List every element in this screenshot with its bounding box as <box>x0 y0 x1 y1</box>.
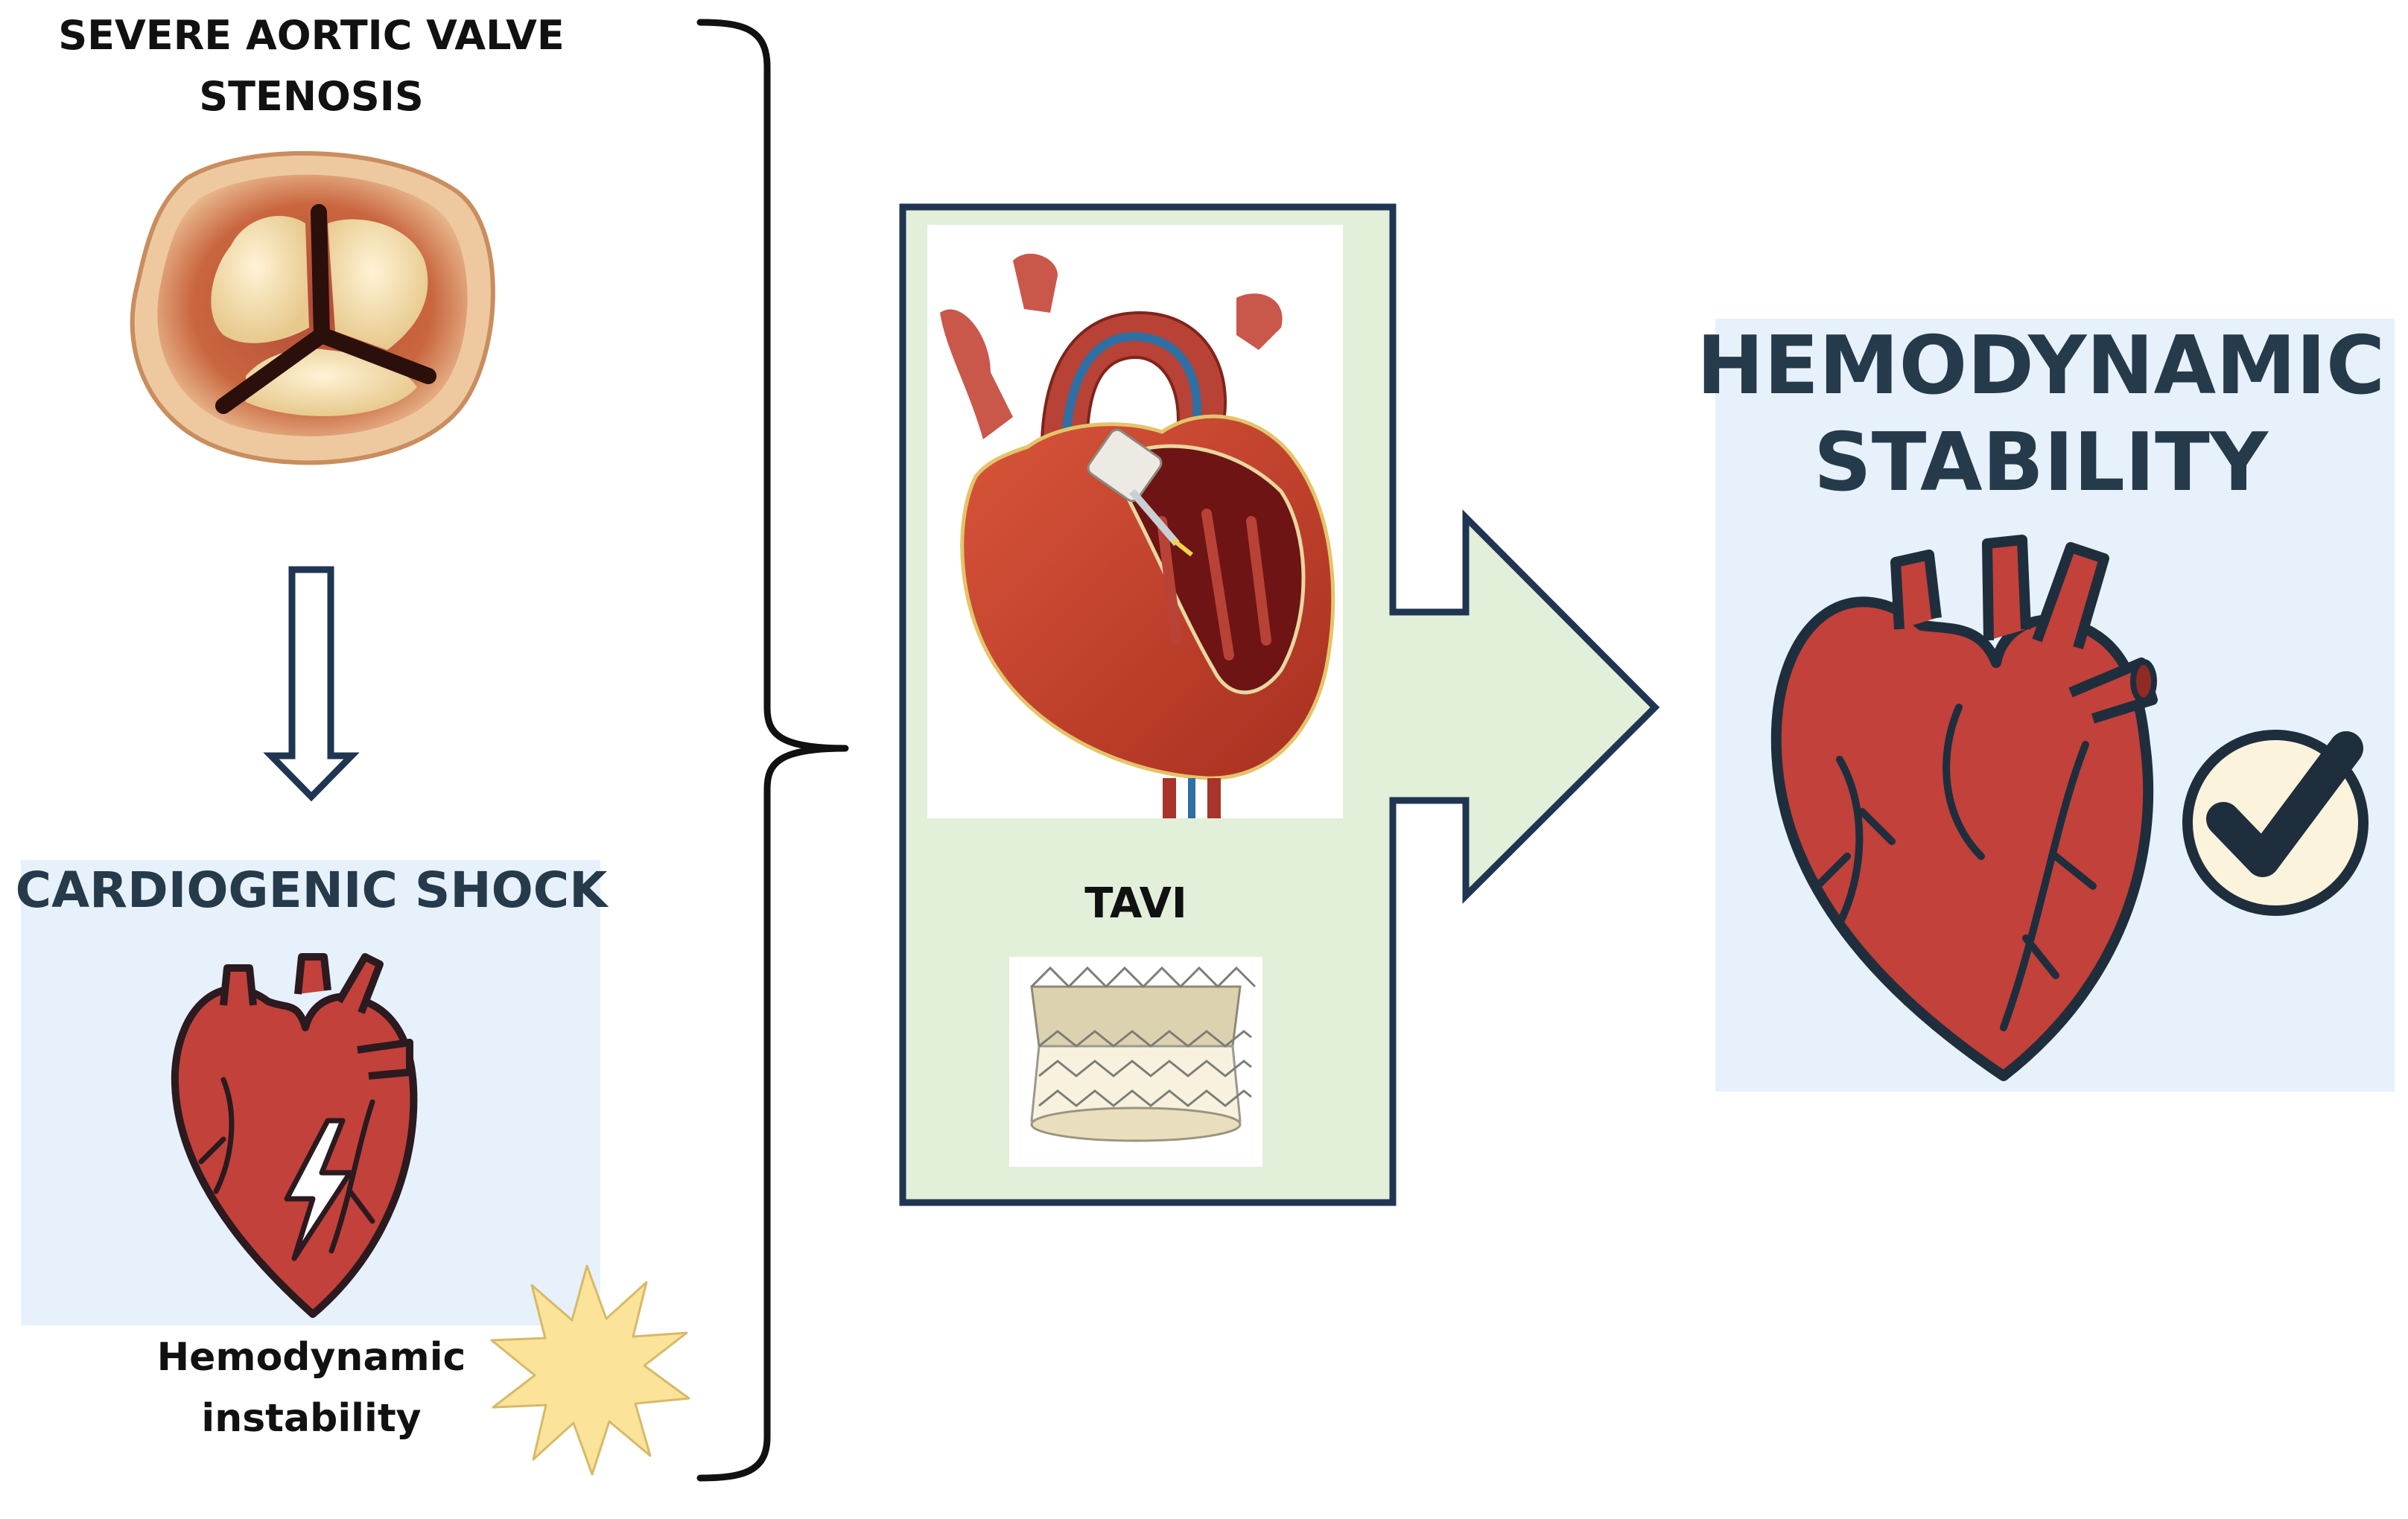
stability-title-line1: HEMODYNAMIC <box>1697 319 2385 413</box>
aortic-valve-illustration <box>130 150 495 465</box>
starburst-icon <box>490 1264 690 1476</box>
curly-brace <box>696 19 849 1482</box>
stenosis-title-line1: SEVERE AORTIC VALVE <box>58 12 565 59</box>
tavi-heart-illustration <box>927 225 1343 818</box>
shock-title: CARDIOGENIC SHOCK <box>16 862 610 919</box>
stability-title-line2: STABILITY <box>1814 416 2269 509</box>
stable-heart-icon <box>1770 535 2158 1081</box>
transcatheter-valve-illustration <box>1009 957 1262 1167</box>
shock-caption-line1: Hemodynamic <box>157 1335 466 1380</box>
down-arrow <box>263 566 360 802</box>
cardiogenic-shock-panel: CARDIOGENIC SHOCK <box>16 860 610 1325</box>
hemodynamic-stability-panel: HEMODYNAMIC STABILITY <box>1697 319 2395 1092</box>
tavi-label: TAVI <box>1084 879 1187 928</box>
shock-caption-line2: instability <box>201 1396 421 1441</box>
stenosis-title-line2: STENOSIS <box>199 73 424 120</box>
shock-heart-icon <box>171 953 418 1318</box>
check-icon <box>2182 730 2369 916</box>
